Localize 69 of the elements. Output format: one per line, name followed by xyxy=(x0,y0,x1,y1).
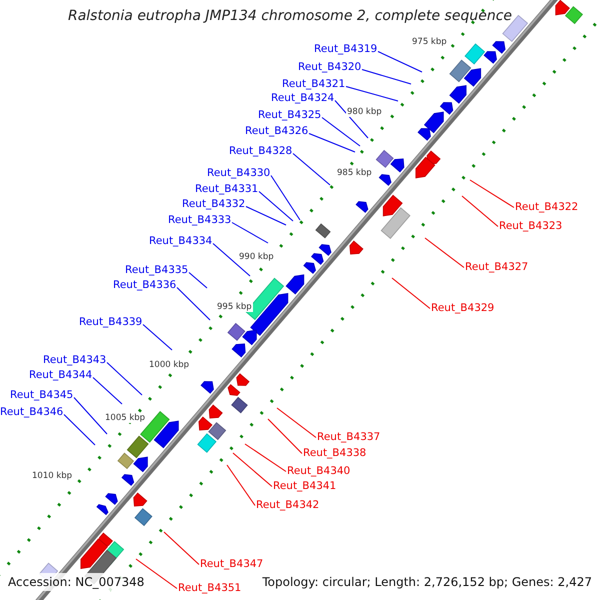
gene-label: Reut_B4326 xyxy=(245,124,308,138)
leader-line xyxy=(424,238,464,268)
gene-label: Reut_B4340 xyxy=(287,464,350,478)
scale-label: 990 kbp xyxy=(238,252,275,262)
scale-label: 975 kbp xyxy=(411,37,448,47)
leader-line xyxy=(308,133,356,152)
leader-line xyxy=(270,175,300,220)
gene-label: Reut_B4323 xyxy=(499,220,562,232)
gene-label: Reut_B4344 xyxy=(29,368,92,382)
gene-label: Reut_B4321 xyxy=(282,78,346,90)
scale-label: 995 kbp xyxy=(216,302,253,312)
leader-line xyxy=(212,243,250,276)
gene-label: Reut_B4346 xyxy=(0,406,64,418)
leader-line xyxy=(142,324,172,350)
title: Ralstonia eutropha JMP134 chromosome 2, complete sequence xyxy=(66,8,513,24)
gene-label: Reut_B4333 xyxy=(168,214,232,226)
leader-line xyxy=(164,532,200,565)
leader-line xyxy=(362,69,412,84)
leader-line xyxy=(74,397,108,434)
gene-label: Reut_B4322 xyxy=(515,200,578,214)
leader-line xyxy=(136,558,178,589)
scale-label: 1010 kbp xyxy=(31,471,74,481)
gene-label: Reut_B4339 xyxy=(79,316,142,328)
gene-label: Reut_B4328 xyxy=(229,144,292,158)
leader-line xyxy=(292,153,330,186)
gene-label: Reut_B4327 xyxy=(465,260,528,274)
gene-label: Reut_B4342 xyxy=(256,498,320,512)
leader-line xyxy=(232,222,268,244)
leader-line xyxy=(470,180,514,208)
leader-line xyxy=(106,362,142,396)
scale-label: 1005 kbp xyxy=(104,413,146,423)
gene-label: Reut_B4347 xyxy=(200,558,264,570)
leader-line xyxy=(322,117,360,146)
leader-line xyxy=(268,418,302,454)
gene-label: Reut_B4336 xyxy=(113,278,176,292)
gene-label: Reut_B4338 xyxy=(303,446,366,460)
leader-line xyxy=(232,452,272,487)
leader-line xyxy=(334,100,368,138)
gene-label: Reut_B4337 xyxy=(317,430,380,444)
gene-label: Reut_B4329 xyxy=(431,302,494,314)
gene-label: Reut_B4320 xyxy=(298,60,362,74)
leader-line xyxy=(346,86,398,102)
gene-label: Reut_B4341 xyxy=(273,480,336,492)
scale-label: 980 kbp xyxy=(346,107,383,117)
gene-label: Reut_B4343 xyxy=(43,354,106,366)
leader-line xyxy=(188,272,208,288)
leader-line xyxy=(92,377,122,404)
gene-label: Reut_B4335 xyxy=(125,264,188,276)
leader-line xyxy=(276,408,316,438)
leader-line xyxy=(246,206,286,226)
gene-label: Reut_B4319 xyxy=(314,42,378,56)
leader-line xyxy=(378,51,422,72)
gene-label: Reut_B4330 xyxy=(207,166,270,180)
leader-line xyxy=(176,287,210,320)
leader-line xyxy=(462,196,498,227)
gene-label: Reut_B4332 xyxy=(182,198,246,210)
scale-label: 985 kbp xyxy=(336,168,373,178)
gene-label: Reut_B4334 xyxy=(149,234,212,248)
gene-label: Reut_B4324 xyxy=(271,92,334,104)
gene-label: Reut_B4351 xyxy=(178,582,242,594)
leader-line xyxy=(258,191,294,222)
gene-label: Reut_B4325 xyxy=(258,108,322,122)
gene-label: Reut_B4331 xyxy=(195,182,258,196)
leader-line xyxy=(226,464,256,506)
leader-line xyxy=(244,444,286,472)
gene-label: Reut_B4345 xyxy=(10,388,74,402)
leader-line xyxy=(64,414,96,446)
leader-line xyxy=(392,278,430,309)
scale-label: 1000 kbp xyxy=(148,360,190,370)
